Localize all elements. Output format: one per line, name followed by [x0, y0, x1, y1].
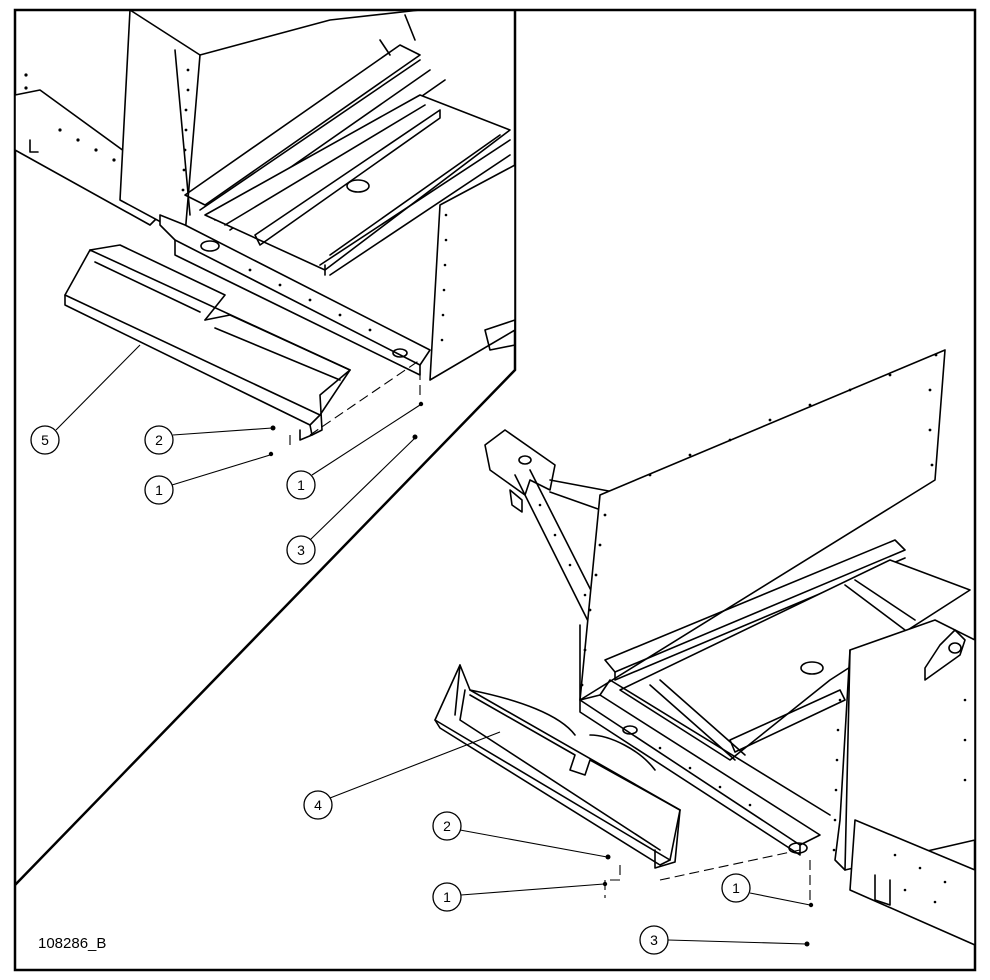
figure-border	[13, 8, 977, 972]
svg-text:3: 3	[297, 542, 305, 558]
svg-text:1: 1	[732, 880, 740, 896]
callout-1-detail-right: 1	[286, 401, 424, 500]
callout-1-detail-left: 1	[144, 451, 274, 505]
svg-text:1: 1	[297, 477, 305, 493]
callout-4-main: 4	[303, 731, 501, 820]
callout-3-main: 3	[639, 925, 810, 955]
callout-2-detail: 2	[144, 425, 276, 455]
svg-text:1: 1	[155, 482, 163, 498]
svg-text:2: 2	[443, 818, 451, 834]
callout-1-main-right: 1	[721, 873, 814, 908]
svg-text:5: 5	[41, 432, 49, 448]
callout-2-main: 2	[432, 811, 611, 860]
svg-text:3: 3	[650, 932, 658, 948]
part-5-cover-tray	[64, 244, 351, 441]
svg-text:4: 4	[314, 797, 322, 813]
detail-view-frame	[14, 10, 517, 886]
main-view	[434, 349, 976, 946]
svg-text:1: 1	[443, 889, 451, 905]
detail-view	[14, 9, 516, 450]
callout-3-detail: 3	[286, 434, 418, 565]
figure-reference-id: 108286_B	[38, 935, 106, 952]
callout-5-detail: 5	[30, 344, 141, 455]
part-4-cover-tray	[434, 664, 681, 869]
svg-text:2: 2	[155, 432, 163, 448]
callout-1-main-left: 1	[432, 881, 608, 912]
